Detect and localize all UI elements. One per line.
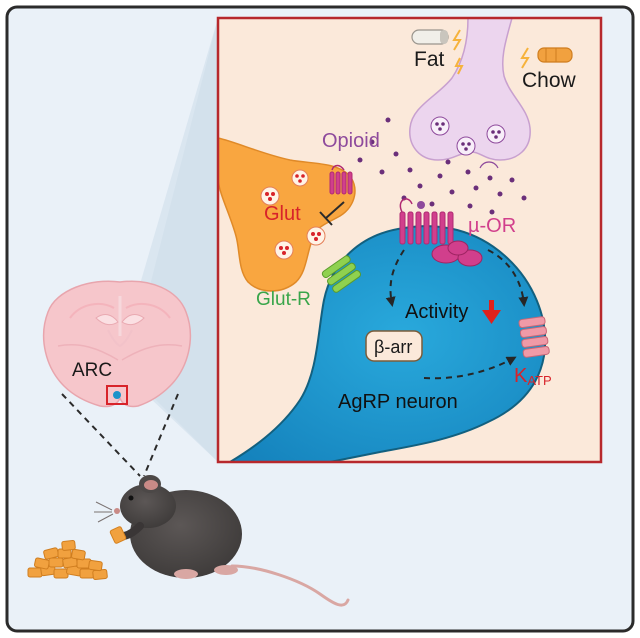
lightning-icon-fat-side — [454, 57, 464, 75]
lightning-icon-chow — [520, 47, 530, 69]
glut-r-channel — [321, 255, 362, 293]
arrow-to-katp — [487, 249, 529, 307]
chow-pile — [27, 539, 108, 581]
opioid-peptides — [357, 117, 527, 215]
fat-label: Fat — [414, 48, 445, 71]
k-atp-channel — [518, 316, 550, 358]
beta-arr-label: β-arr — [374, 337, 412, 357]
down-arrow-icon — [482, 300, 501, 324]
atp-subscript: ATP — [527, 373, 551, 388]
agrp-neuron-label: AgRP neuron — [338, 391, 458, 413]
fat-pellet-icon — [411, 29, 449, 45]
activity-label: Activity — [405, 301, 468, 323]
chow-pellet-held — [109, 526, 127, 544]
arc-marker — [113, 391, 121, 399]
arrow-to-activity — [385, 249, 405, 307]
arrow-barr-to-katp — [423, 356, 517, 380]
mu-or-presynaptic — [329, 171, 353, 195]
arc-region-box — [106, 385, 128, 405]
inset-border — [216, 16, 603, 464]
inhibition-icon — [319, 201, 345, 226]
glut-r-label: Glut-R — [256, 289, 311, 310]
dashed-line-right — [143, 393, 179, 477]
dashed-line-left — [61, 393, 141, 477]
k-atp-label: KATP — [514, 365, 552, 388]
beta-arr-box — [365, 330, 423, 362]
arc-label: ARC — [72, 360, 112, 381]
chow-pellet-icon — [537, 47, 573, 63]
mu-or-label: µ-OR — [468, 215, 516, 237]
glut-label: Glut — [264, 203, 301, 225]
g-protein — [431, 240, 483, 267]
opioid-vesicles — [430, 116, 506, 169]
brain-section-icon — [42, 280, 192, 408]
glut-vesicles — [260, 169, 326, 260]
mouse-icon — [94, 475, 350, 607]
opioid-label: Opioid — [322, 130, 380, 152]
lightning-icon-fat-top — [452, 29, 462, 51]
chow-label: Chow — [522, 69, 577, 92]
k-label: K — [514, 365, 528, 387]
mu-or-postsynaptic — [399, 211, 454, 245]
